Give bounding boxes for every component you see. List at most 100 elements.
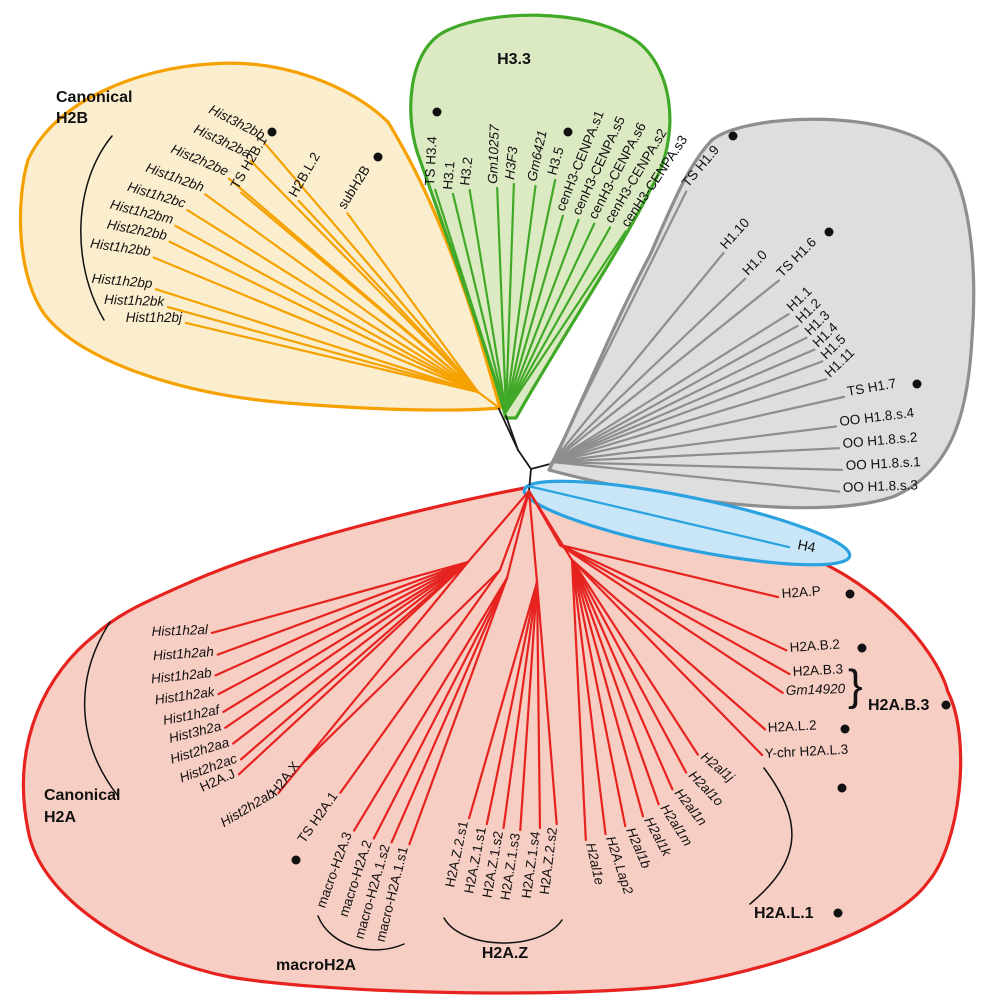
leaf-label: Hist1h2bj	[126, 310, 183, 325]
cluster-h2a-trunk	[505, 489, 531, 580]
cluster-h2a-branch	[222, 560, 470, 714]
cluster-h2a-branch	[485, 580, 539, 826]
cluster-h2a-branch	[339, 568, 502, 794]
cluster-canonical-h2b-branch	[297, 199, 480, 394]
cluster-h1-branch	[550, 324, 799, 464]
cluster-h3-branch	[504, 214, 564, 414]
cluster-h2a-branch	[558, 543, 784, 694]
cluster-h1-branch	[550, 313, 790, 464]
cluster-h3-branch	[496, 186, 508, 414]
cluster-h3-branch	[451, 192, 508, 414]
group-label: Canonical	[56, 89, 132, 106]
cluster-h3-branch	[504, 226, 612, 414]
cluster-canonical-h2b-region	[18, 61, 502, 412]
leaf-label: Hist1h2bk	[104, 292, 166, 309]
root-link	[505, 415, 519, 451]
variant-dot	[845, 589, 855, 599]
variant-dot	[373, 152, 383, 162]
leaf-label: OO H1.8.s.1	[845, 454, 921, 473]
cluster-h2a-bracket	[443, 917, 563, 944]
variant-dot	[291, 855, 301, 865]
root-link	[517, 449, 532, 470]
leaf-label: H2A.P	[781, 583, 821, 601]
cluster-h3-branch	[434, 188, 508, 414]
leaf-label: H2A.B.3	[792, 661, 843, 679]
cluster-h2a-branch	[570, 558, 699, 756]
cluster-h2a-branch	[210, 560, 470, 635]
variant-dot	[824, 227, 834, 237]
cluster-h2a-branch	[277, 560, 470, 795]
leaf-label: Y-chr H2A.L.3	[764, 742, 848, 761]
leaf-label: H3.1	[440, 161, 457, 191]
cluster-h2a-branch	[570, 558, 764, 757]
cluster-h2a-branch	[558, 543, 780, 599]
cluster-h1-branch	[550, 336, 808, 464]
cluster-canonical-h2b-branch	[249, 159, 480, 394]
cluster-h1-branch	[550, 447, 841, 464]
variant-dot	[837, 783, 847, 793]
cluster-h2a-branch	[239, 560, 470, 761]
cluster-h2a-branch	[535, 580, 558, 826]
cluster-h1-branch	[550, 460, 844, 471]
cluster-h2a-branch	[570, 558, 607, 836]
leaf-label: Hist1h2bp	[91, 271, 153, 291]
group-label: H2A.L.1	[754, 905, 814, 922]
cluster-h1-branch	[550, 460, 841, 493]
leaf-label: Gm14920	[786, 681, 846, 698]
cluster-h2a-branch	[570, 558, 660, 806]
cluster-h2a-bracket	[749, 767, 793, 905]
cluster-h3-branch	[504, 222, 596, 414]
leaf-label: Gm10257	[485, 124, 502, 184]
root-link	[530, 463, 551, 470]
cluster-h1-branch	[550, 360, 824, 464]
variant-dot	[833, 908, 843, 918]
cluster-canonical-h2b-branch	[204, 193, 480, 394]
cluster-h2a-bracket	[317, 915, 405, 951]
cluster-h1-branch	[550, 378, 828, 464]
cluster-canonical-h2b-trunk	[476, 390, 500, 409]
cluster-canonical-h2b-bracket	[80, 135, 113, 321]
cluster-h2a-branch	[570, 558, 627, 828]
cluster-h3-branch	[504, 230, 627, 414]
cluster-h2a-branch	[558, 543, 791, 676]
cluster-h2a-branch	[390, 576, 509, 844]
leaf-label: Hist1h2ab	[150, 665, 213, 686]
leaf-label: OO H1.8.s.2	[842, 430, 918, 451]
cluster-h3-branch	[504, 218, 580, 414]
variant-dot	[840, 724, 850, 734]
cluster-h2a-branch	[519, 580, 539, 832]
variant-dot	[432, 107, 442, 117]
cluster-h2a-branch	[214, 560, 470, 677]
cluster-h2a-branch	[570, 558, 688, 774]
leaf-label: OO H1.8.s.3	[843, 477, 919, 495]
group-label: macroH2A	[276, 957, 356, 974]
group-label: H3.3	[497, 51, 531, 68]
cluster-h2a-branch	[535, 580, 542, 830]
leaf-label: TS H3.4	[422, 135, 440, 186]
cluster-canonical-h2b-branch	[263, 141, 480, 394]
cluster-canonical-h2b-branch	[346, 212, 480, 394]
cluster-h1-branch	[550, 251, 725, 464]
cluster-canonical-h2b-branch	[152, 256, 480, 394]
cluster-h1-branch	[550, 279, 780, 464]
group-label: Canonical	[44, 787, 120, 804]
group-label: H2A	[44, 809, 76, 826]
leaf-label: H2A.L.2	[767, 717, 816, 735]
cluster-canonical-h2b-branch	[239, 191, 480, 394]
cluster-canonical-h2b-branch	[154, 288, 480, 394]
cluster-h2a-trunk	[466, 489, 531, 564]
cluster-canonical-h2b-branch	[174, 224, 480, 394]
cluster-h2a-branch	[570, 558, 674, 791]
cluster-h1-branch	[550, 425, 838, 464]
cluster-h4-branch	[526, 484, 791, 549]
cluster-h2a-branch	[217, 560, 470, 696]
cluster-h3-branch	[504, 182, 515, 414]
cluster-canonical-h2b-branch	[186, 209, 480, 394]
leaf-label: H3F3	[502, 145, 520, 180]
cluster-h2a-branch	[352, 576, 509, 832]
cluster-h2a-branch	[372, 576, 509, 840]
leaf-label: H3.2	[457, 156, 475, 186]
cluster-h2a-branch	[301, 568, 502, 765]
